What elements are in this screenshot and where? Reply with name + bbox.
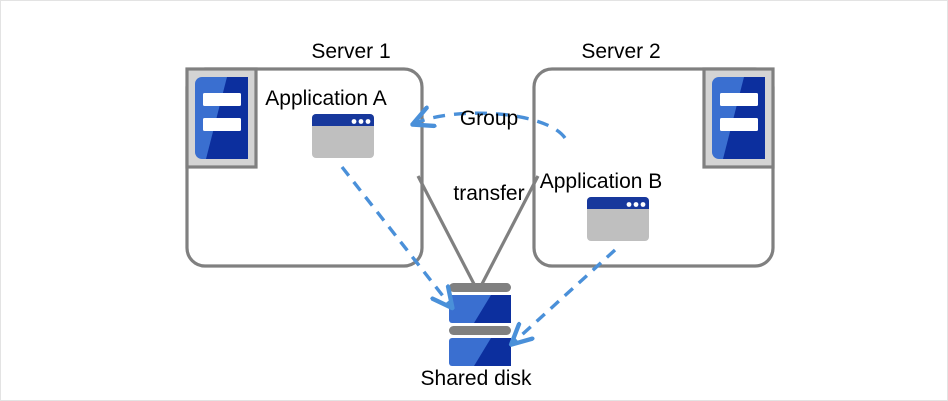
server-2-label: Server 2 xyxy=(581,40,661,63)
application-b-label: Application B xyxy=(539,170,663,193)
arrow-group-transfer xyxy=(416,113,567,140)
group-transfer-label-line1: Group xyxy=(459,107,519,130)
group-transfer-label-line2: transfer xyxy=(453,182,525,205)
application-window-icon-b xyxy=(587,197,649,241)
application-a-label: Application A xyxy=(265,87,387,110)
application-window-icon-a xyxy=(312,114,374,158)
connector-server2-to-disk xyxy=(480,175,540,285)
shared-disk-icon xyxy=(449,283,511,366)
server-icon-1 xyxy=(185,67,258,169)
server-icon-2 xyxy=(702,67,775,169)
group-transfer-label: Group transfer xyxy=(414,56,564,256)
arrow-app-a-to-disk xyxy=(340,165,450,305)
connector-server1-to-disk xyxy=(416,175,476,285)
arrow-app-b-to-disk xyxy=(514,248,617,342)
shared-disk-label: Shared disk xyxy=(420,367,532,390)
server-1-label: Server 1 xyxy=(311,40,391,63)
